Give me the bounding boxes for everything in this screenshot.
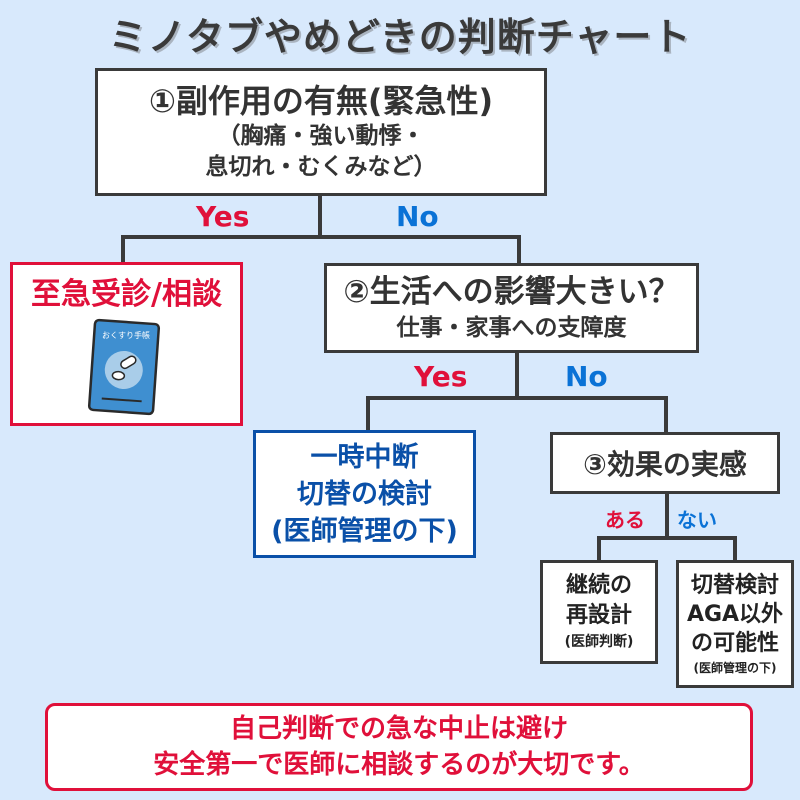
urgent-consult-label: 至急受診/相談 (31, 277, 222, 312)
switch-line1: 切替検討 (690, 572, 779, 598)
continue-redesign-box: 継続の 再設計 (医師判断) (540, 560, 658, 664)
q2-yes-label: Yes (414, 360, 468, 393)
switch-consider-box: 切替検討 AGA以外 の可能性 (医師管理の下) (676, 560, 794, 688)
connector (366, 396, 370, 430)
q2-no-label: No (565, 360, 608, 393)
switch-line3: の可能性 (690, 630, 779, 656)
connector (121, 235, 125, 263)
notebook-label: おくすり手帳 (102, 331, 150, 340)
continue-line2: 再設計 (565, 603, 632, 628)
question-2-box: ②生活への影響大きい？ 仕事・家事への支障度 (324, 263, 699, 353)
q3-yes-label: ある (605, 508, 645, 532)
continue-note: (医師判断) (564, 634, 634, 650)
footer-line1: 自己判断での急な中止は避け (229, 714, 568, 744)
question-3-title: ③効果の実感 (583, 448, 747, 481)
question-1-box: ①副作用の有無(緊急性) （胸痛・強い動悸・ 息切れ・むくみなど） (95, 68, 547, 196)
pause-line3: (医師管理の下) (271, 515, 458, 547)
pause-line1: 一時中断 (310, 441, 419, 473)
connector (318, 196, 322, 237)
footer-line2: 安全第一で医師に相談するのが大切です。 (153, 750, 645, 780)
question-2-title: ②生活への影響大きい？ (343, 274, 680, 310)
footer-note: 自己判断での急な中止は避け 安全第一で医師に相談するのが大切です。 (45, 703, 753, 791)
connector (121, 235, 521, 239)
question-1-detail-line1: （胸痛・強い動悸・ (217, 123, 425, 149)
medicine-notebook-icon (86, 318, 162, 416)
chart-title: ミノタブやめどきの判断チャート (108, 15, 692, 59)
q3-no-label: ない (677, 508, 717, 532)
q1-no-label: No (396, 200, 439, 233)
switch-line2: AGA以外 (686, 601, 784, 627)
connector (664, 396, 668, 432)
switch-note: (医師管理の下) (693, 660, 777, 675)
connector (517, 235, 521, 264)
q1-yes-label: Yes (196, 200, 250, 233)
connector (665, 494, 669, 539)
question-3-box: ③効果の実感 (550, 432, 780, 494)
continue-line1: 継続の (565, 573, 632, 598)
connector (733, 536, 737, 560)
question-1-title: ①副作用の有無(緊急性) (148, 82, 494, 120)
connector (515, 353, 519, 398)
connector (597, 536, 737, 540)
pause-switch-box: 一時中断 切替の検討 (医師管理の下) (253, 430, 476, 558)
question-1-detail-line2: 息切れ・むくみなど） (205, 154, 437, 180)
connector (366, 396, 668, 400)
pause-line2: 切替の検討 (297, 478, 432, 510)
question-2-detail: 仕事・家事への支障度 (396, 315, 627, 341)
connector (597, 536, 601, 560)
